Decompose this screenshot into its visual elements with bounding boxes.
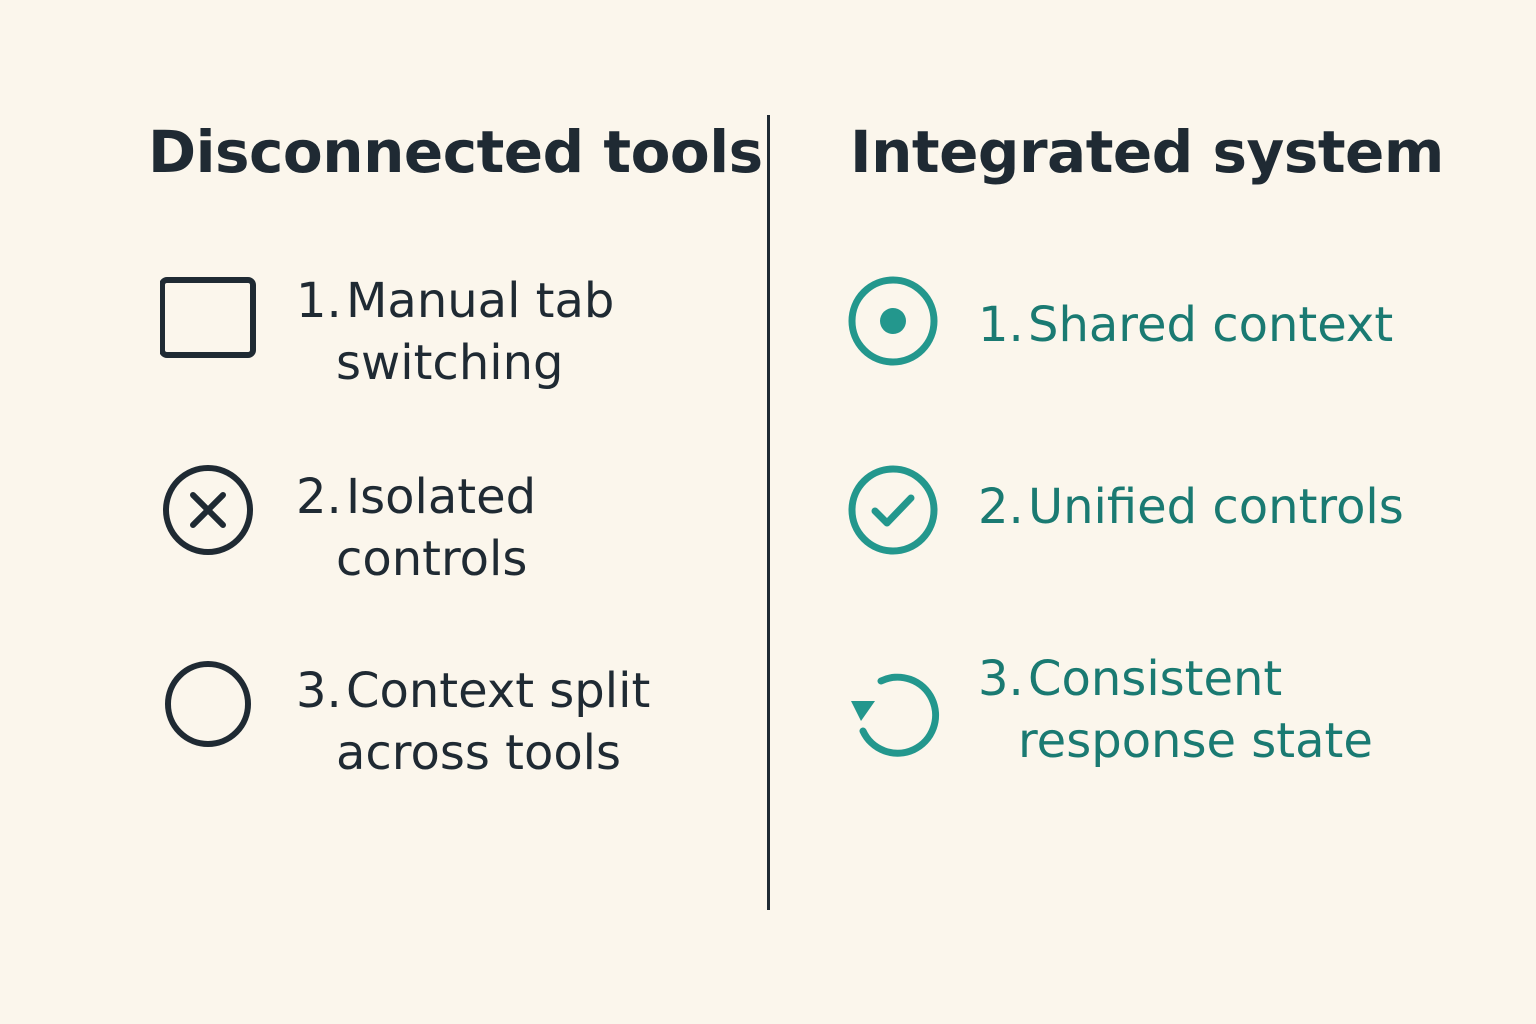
right-column-title: Integrated system: [850, 118, 1444, 186]
refresh-icon: [845, 665, 941, 761]
item-label-line1: Isolated: [346, 469, 537, 525]
item-label-line1: Consistent: [1028, 651, 1283, 707]
item-label-line2: across tools: [336, 725, 622, 781]
radio-dot-icon: [845, 273, 941, 369]
left-column-title: Disconnected tools: [148, 118, 763, 186]
item-label-line1: Unified controls: [1028, 479, 1404, 535]
check-circle-icon: [845, 462, 941, 558]
item-label-line1: Shared context: [1028, 297, 1394, 353]
item-number: 3.: [978, 651, 1024, 707]
item-number: 2.: [978, 479, 1024, 535]
item-label-line1: Manual tab: [346, 273, 615, 329]
item-number: 1.: [978, 297, 1024, 353]
item-number: 3.: [296, 663, 342, 719]
item-label-line1: Context split: [346, 663, 651, 719]
item-label-line2: response state: [1018, 713, 1373, 769]
item-label-line2: controls: [336, 531, 528, 587]
column-divider: [767, 115, 770, 910]
item-number: 1.: [296, 273, 342, 329]
item-number: 2.: [296, 469, 342, 525]
item-label-line2: switching: [336, 335, 564, 391]
square-icon: [160, 272, 256, 368]
x-circle-icon: [160, 462, 256, 558]
circle-icon: [160, 656, 256, 752]
